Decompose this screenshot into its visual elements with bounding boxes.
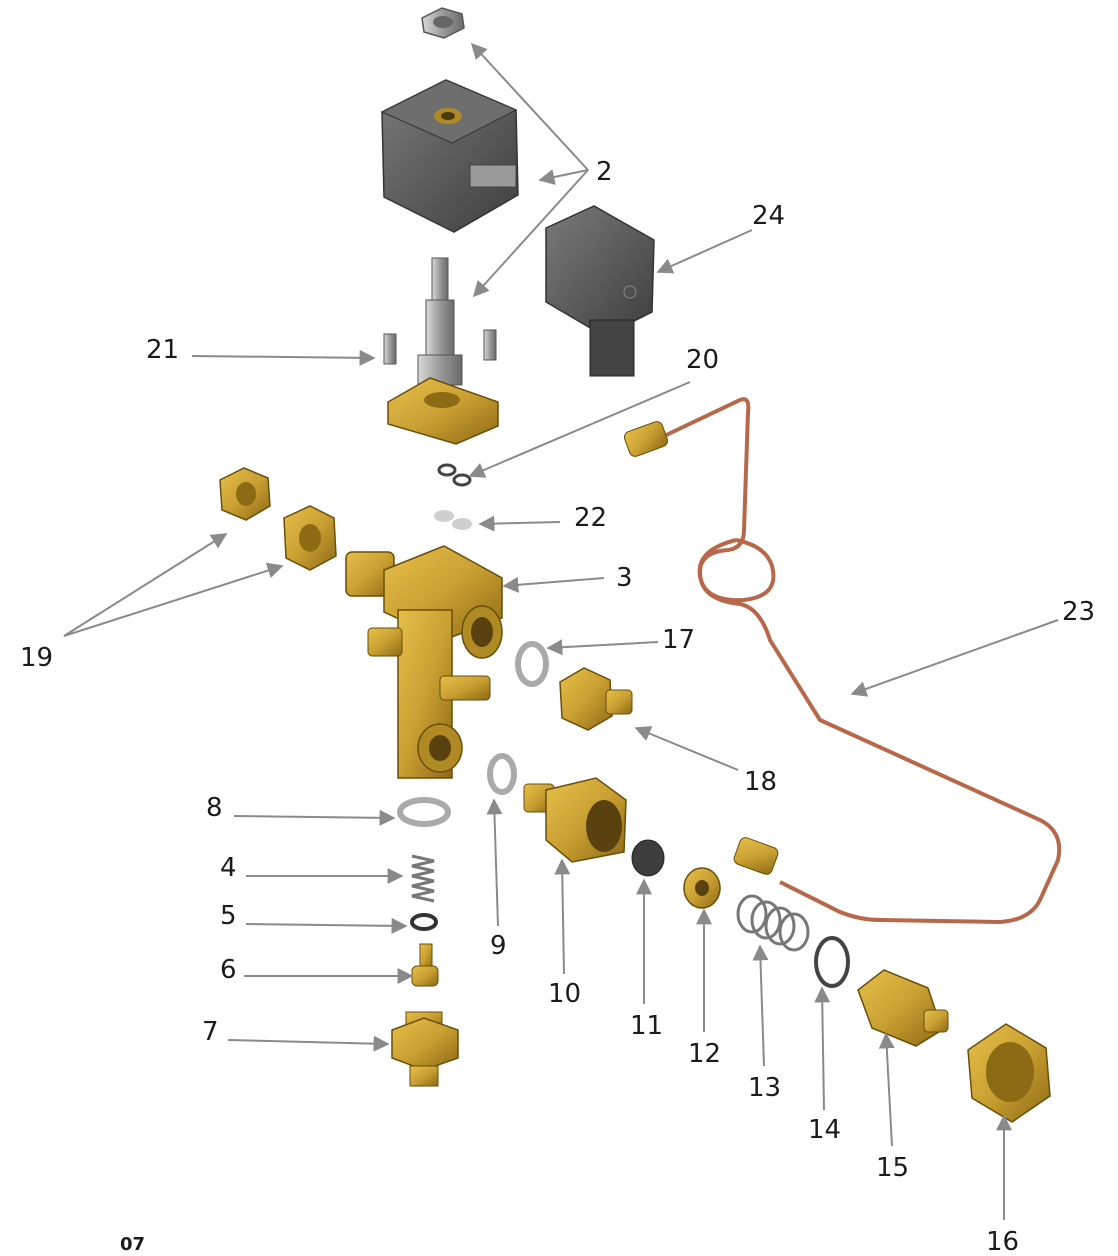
- callout-8: 8: [206, 793, 223, 823]
- callout-labels: 2 24 21 20 22 3 19 23 17 18 8 4 5 6 7 9 …: [20, 157, 1095, 1256]
- callout-17: 17: [662, 625, 695, 655]
- copper-tube-23-part: [623, 397, 1062, 925]
- callout-6: 6: [220, 955, 237, 985]
- ring-8-part: [397, 797, 451, 827]
- spring-13-part: [736, 894, 810, 952]
- callout-19: 19: [20, 643, 53, 673]
- screws-part: [383, 329, 497, 365]
- callout-20: 20: [686, 345, 719, 375]
- solenoid-coil-part: [380, 79, 519, 233]
- callout-10: 10: [548, 979, 581, 1009]
- callout-16: 16: [986, 1227, 1019, 1256]
- page-number: 07: [120, 1234, 145, 1255]
- callout-22: 22: [574, 503, 607, 533]
- armature-tube-part: [417, 257, 463, 386]
- housing-10-part: [523, 777, 627, 863]
- callout-7: 7: [202, 1017, 219, 1047]
- ring-14-part: [814, 936, 850, 988]
- callout-3: 3: [616, 563, 633, 593]
- callout-12: 12: [688, 1039, 721, 1069]
- callout-13: 13: [748, 1073, 781, 1103]
- callout-9: 9: [490, 931, 507, 961]
- callout-5: 5: [220, 901, 237, 931]
- valve-body-part: [345, 545, 503, 779]
- callout-2: 2: [596, 157, 613, 187]
- callout-4: 4: [220, 853, 237, 883]
- callout-23: 23: [1062, 597, 1095, 627]
- spring-4-part: [411, 854, 435, 903]
- top-nut-part: [421, 7, 465, 39]
- callout-21: 21: [146, 335, 179, 365]
- callout-24: 24: [752, 201, 785, 231]
- plug-11-part: [631, 839, 665, 877]
- discs-22-part: [434, 510, 472, 530]
- pin-6-part: [411, 943, 439, 987]
- nut-16-part: [967, 1023, 1051, 1123]
- oring-5-part: [410, 913, 438, 931]
- callout-11: 11: [630, 1011, 663, 1041]
- brass-flange-part: [387, 377, 499, 445]
- nut-12-part: [683, 867, 721, 909]
- plug-connector-part: [545, 205, 655, 377]
- callout-14: 14: [808, 1115, 841, 1145]
- fitting-15-part: [857, 969, 949, 1047]
- callout-18: 18: [744, 767, 777, 797]
- callout-15: 15: [876, 1153, 909, 1183]
- nuts-19-part: [219, 467, 337, 571]
- fitting-7-part: [391, 1011, 459, 1087]
- fitting-18-part: [559, 667, 633, 731]
- ring-17-part: [515, 641, 549, 687]
- leader-lines: [63, 42, 1059, 1220]
- orings-20-part: [437, 463, 472, 487]
- ring-9-part: [487, 753, 517, 795]
